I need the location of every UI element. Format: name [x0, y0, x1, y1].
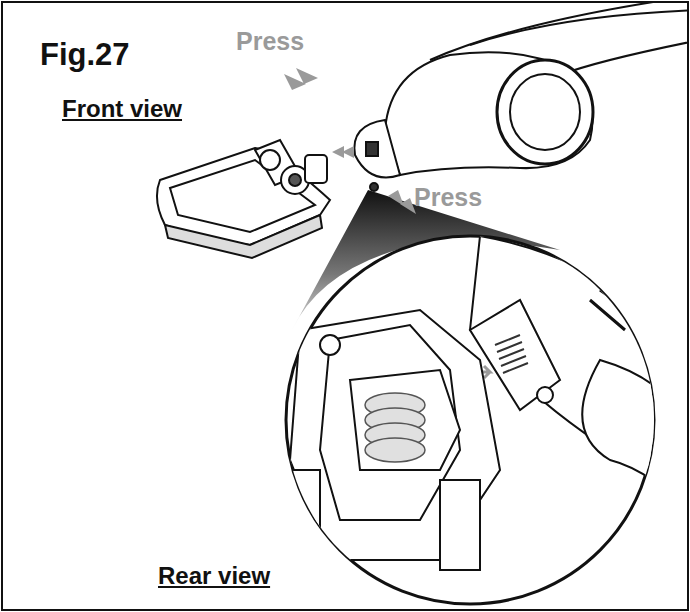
joint-pivot	[260, 150, 280, 170]
view-label: Front view	[62, 96, 182, 122]
rear-wheel	[582, 360, 687, 520]
wheel-hub	[510, 74, 580, 150]
head-screw	[297, 517, 303, 523]
release-button	[366, 142, 378, 156]
coil-ring	[365, 438, 425, 462]
joint-centre	[289, 174, 301, 186]
press-arrow-top	[284, 68, 318, 90]
press-arrow-bottom	[388, 190, 416, 214]
joint-base	[255, 140, 300, 185]
press-arrow	[284, 68, 416, 214]
floor-head	[157, 140, 330, 258]
insert-arrow	[332, 146, 354, 158]
wheel	[497, 60, 593, 164]
rear-view-detail	[290, 236, 687, 570]
handle-line	[470, 10, 687, 45]
release-spring	[495, 335, 528, 373]
connector-tube	[305, 155, 327, 183]
neck	[354, 120, 400, 178]
housing-vents	[590, 290, 640, 330]
head-side	[440, 480, 480, 570]
vacuum-body	[354, 3, 687, 191]
rear-pivot	[537, 387, 553, 403]
view-label: Rear view	[158, 563, 270, 589]
figure-title: Fig.27	[40, 38, 130, 72]
head-top	[170, 160, 315, 232]
hose-socket	[350, 370, 460, 470]
rear-housing	[470, 236, 687, 470]
head-side	[290, 470, 320, 560]
press-label: Press	[236, 28, 304, 56]
release-button-lower	[370, 183, 378, 191]
illustration-group	[157, 3, 687, 604]
motor-housing	[385, 52, 593, 175]
head-roller	[320, 335, 340, 355]
head-base	[165, 215, 322, 258]
spring-teeth	[495, 335, 528, 373]
hose-coil	[365, 393, 425, 462]
press-label: Press	[414, 184, 482, 212]
